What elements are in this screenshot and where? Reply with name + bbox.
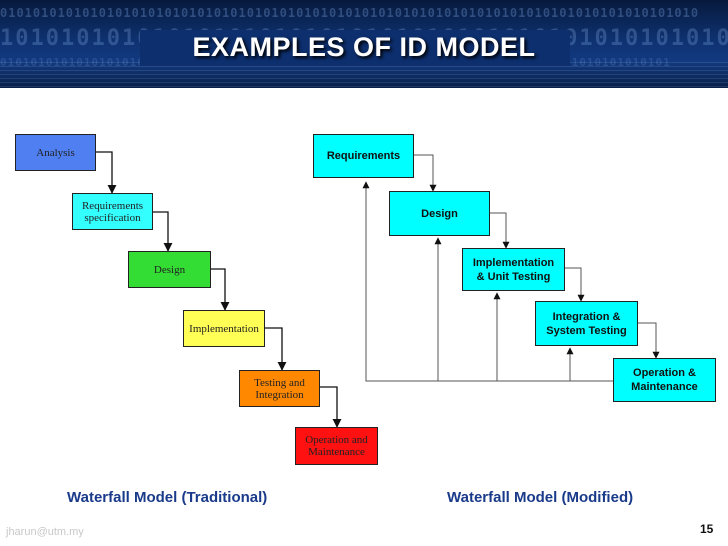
mod-step-integration-system-testing: Integration & System Testing <box>535 301 638 346</box>
arrow-mod-implementation-to-integration <box>565 267 585 302</box>
page-number: 15 <box>700 522 714 536</box>
slide-title: EXAMPLES OF ID MODEL <box>192 32 536 62</box>
header-stripes <box>0 62 728 88</box>
caption-traditional: Waterfall Model (Traditional) <box>67 489 268 506</box>
trad-step-operation-maintenance: Operation and Maintenance <box>295 427 378 465</box>
arrow-implementation-to-testing <box>265 327 287 371</box>
arrow-mod-design-to-implementation <box>490 212 510 249</box>
arrow-mod-integration-to-operation <box>638 322 660 359</box>
mod-step-operation-maintenance: Operation & Maintenance <box>613 358 716 402</box>
mod-step-design: Design <box>389 191 490 236</box>
mod-step-implementation-unit-testing: Implementation & Unit Testing <box>462 248 565 291</box>
arrow-testing-to-operation <box>320 386 342 428</box>
trad-step-design: Design <box>128 251 211 288</box>
caption-modified: Waterfall Model (Modified) <box>447 489 634 506</box>
arrow-requirements-to-design <box>153 211 173 252</box>
arrow-analysis-to-requirements <box>96 151 117 194</box>
arrow-design-to-implementation <box>211 268 230 311</box>
trad-step-analysis: Analysis <box>15 134 96 171</box>
author-email: jharun@utm.my <box>6 526 84 538</box>
slide-header: 0101010101010101010101010101010101010101… <box>0 0 728 88</box>
feedback-line <box>362 181 613 382</box>
title-band <box>140 30 570 66</box>
trad-step-requirements-specification: Requirements specification <box>72 193 153 230</box>
binary-pattern-decoration: 0101010101010101010101010101010101010101… <box>0 6 700 20</box>
arrow-mod-requirements-to-design <box>414 154 437 192</box>
trad-step-testing-integration: Testing and Integration <box>239 370 320 407</box>
mod-step-requirements: Requirements <box>313 134 414 178</box>
trad-step-implementation: Implementation <box>183 310 265 347</box>
